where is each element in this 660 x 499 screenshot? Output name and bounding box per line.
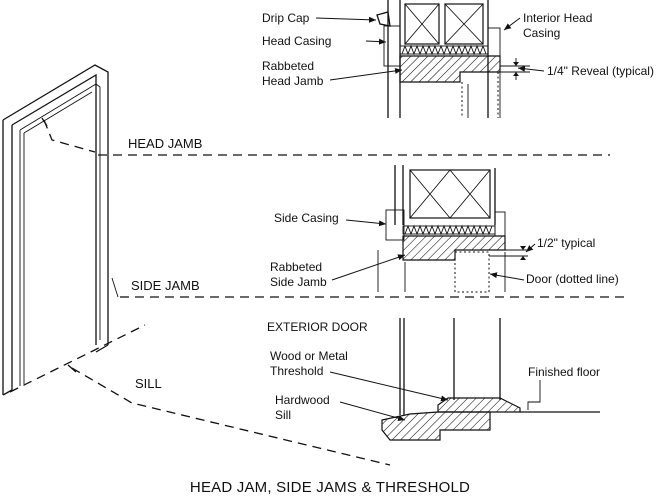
side-casing-arrow [345,219,387,227]
side-jamb-leader [111,277,119,298]
rabbeted-side-label-2: Side Jamb [270,275,327,289]
head-casing-label: Head Casing [262,34,331,48]
interior-head-casing-label-1: Interior Head [523,11,592,25]
sill-label: SILL [135,376,162,391]
head-casing-arrow [365,38,387,45]
finished-floor-label: Finished floor [528,365,600,379]
sill-leader-tick [67,364,77,373]
door-frame-perspective [2,64,109,396]
reveal-label: 1/4" Reveal (typical) [547,64,654,78]
side-casing-label: Side Casing [274,211,339,225]
head-jamb-label: HEAD JAMB [128,136,202,151]
head-jamb-leader [43,119,96,153]
sill-perspective-line [9,324,146,393]
head-jamb-section [376,0,530,118]
door-dotted-arrow [489,272,525,281]
interior-head-casing-label-2: Casing [523,26,560,40]
diagram-title: HEAD JAM, SIDE JAMS & THRESHOLD [190,479,470,496]
rabbeted-head-label-2: Head Jamb [262,74,324,88]
sill-leader [71,367,391,466]
rabbeted-side-arrow [331,254,406,281]
hardwood-sill-label-2: Sill [275,408,291,422]
rabbeted-head-label-1: Rabbeted [262,59,314,73]
hardwood-sill-label-1: Hardwood [275,393,330,407]
head-jamb-leader-tick [41,117,48,127]
sill-section [381,318,600,441]
rabbeted-side-label-1: Rabbeted [270,260,322,274]
interior-head-casing-arrow [503,17,521,31]
side-jamb-section [377,165,528,293]
half-inch-arrow [525,243,536,253]
drip-cap-arrow [315,16,377,23]
half-inch-typical-label: 1/2" typical [537,236,595,250]
reveal-arrow [517,65,545,72]
side-jamb-label: SIDE JAMB [131,278,200,293]
rabbeted-head-arrow [329,67,403,81]
threshold-arrow [329,371,449,402]
threshold-label-1: Wood or Metal [270,349,348,363]
drip-cap-label: Drip Cap [262,11,310,25]
hardwood-sill-arrow [339,401,406,422]
exterior-door-label: EXTERIOR DOOR [267,320,368,334]
threshold-label-2: Threshold [270,364,323,378]
door-dotted-label: Door (dotted line) [526,272,619,286]
finished-floor-leader [527,380,541,410]
